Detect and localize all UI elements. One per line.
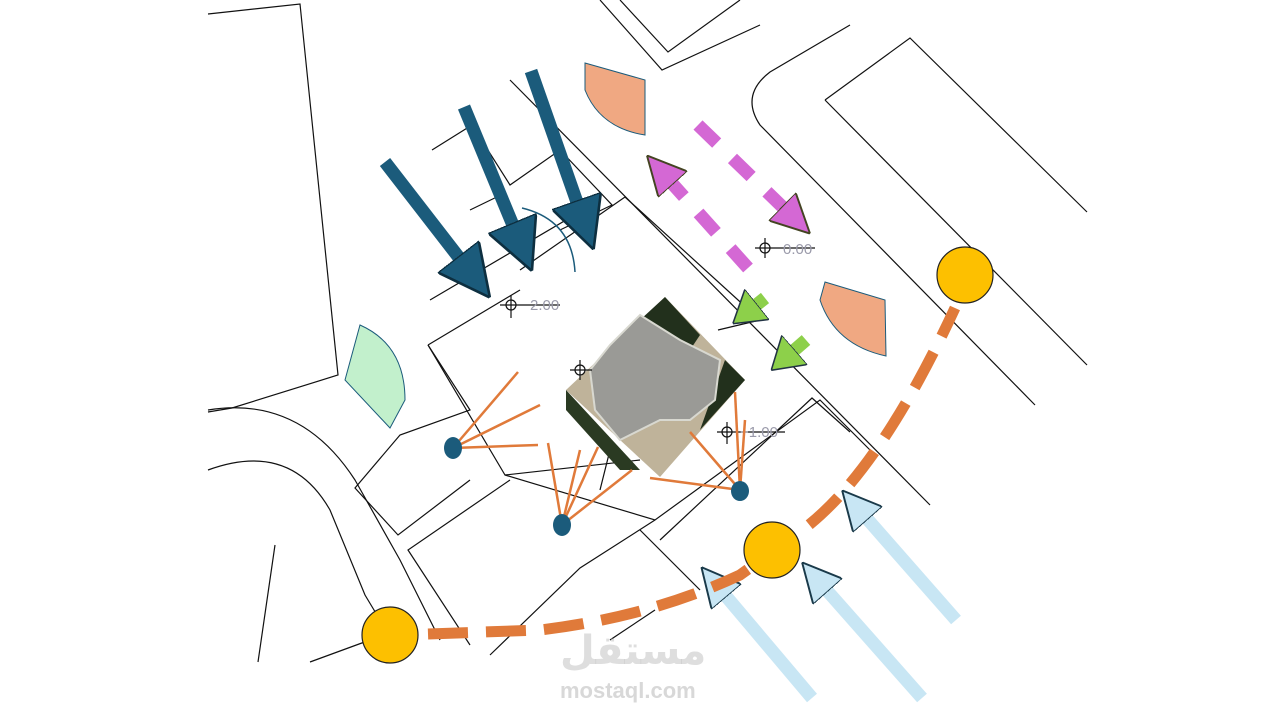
- level-label-north: 0.00: [783, 241, 812, 258]
- level-marker-east: [717, 422, 785, 444]
- level-marker-north: [755, 238, 815, 258]
- pedestrian-arrow-icon: [660, 170, 753, 273]
- green-zone: [344, 324, 406, 429]
- node-circle: [743, 521, 801, 579]
- pedestrian-arrows: [660, 120, 796, 273]
- access-arrow-icon: [855, 505, 961, 625]
- entry-arrow-icon: [783, 340, 811, 360]
- wind-arrows: [379, 68, 585, 277]
- view-rays: [452, 371, 747, 526]
- movement-path: [427, 305, 960, 640]
- building-aerial: [566, 297, 745, 477]
- watermark-arabic: مستقل: [560, 628, 707, 674]
- viewpoint-dot: [553, 514, 571, 536]
- level-label-east: +1.00: [740, 424, 778, 441]
- entry-arrow-icon: [745, 298, 765, 314]
- access-arrow-icon: [714, 582, 817, 703]
- watermark-latin: mostaql.com: [560, 678, 696, 703]
- access-arrow-icon: [815, 577, 927, 703]
- noise-zone-north: [584, 62, 646, 136]
- node-circle: [361, 606, 419, 664]
- wind-arrow-icon: [457, 104, 522, 247]
- wind-arrow-icon: [524, 68, 585, 225]
- viewpoint-dot: [731, 481, 749, 501]
- access-arrows: [714, 505, 961, 703]
- node-circle: [936, 246, 994, 304]
- pedestrian-arrow-icon: [693, 120, 796, 220]
- noise-zone-east: [819, 281, 887, 357]
- level-label-west: 2.00: [530, 297, 559, 314]
- entry-arrows: [745, 298, 811, 360]
- level-marker-west: [500, 295, 560, 318]
- wind-arrow-icon: [379, 158, 474, 277]
- viewpoint-dot: [444, 437, 462, 459]
- level-marker-building: [570, 360, 592, 380]
